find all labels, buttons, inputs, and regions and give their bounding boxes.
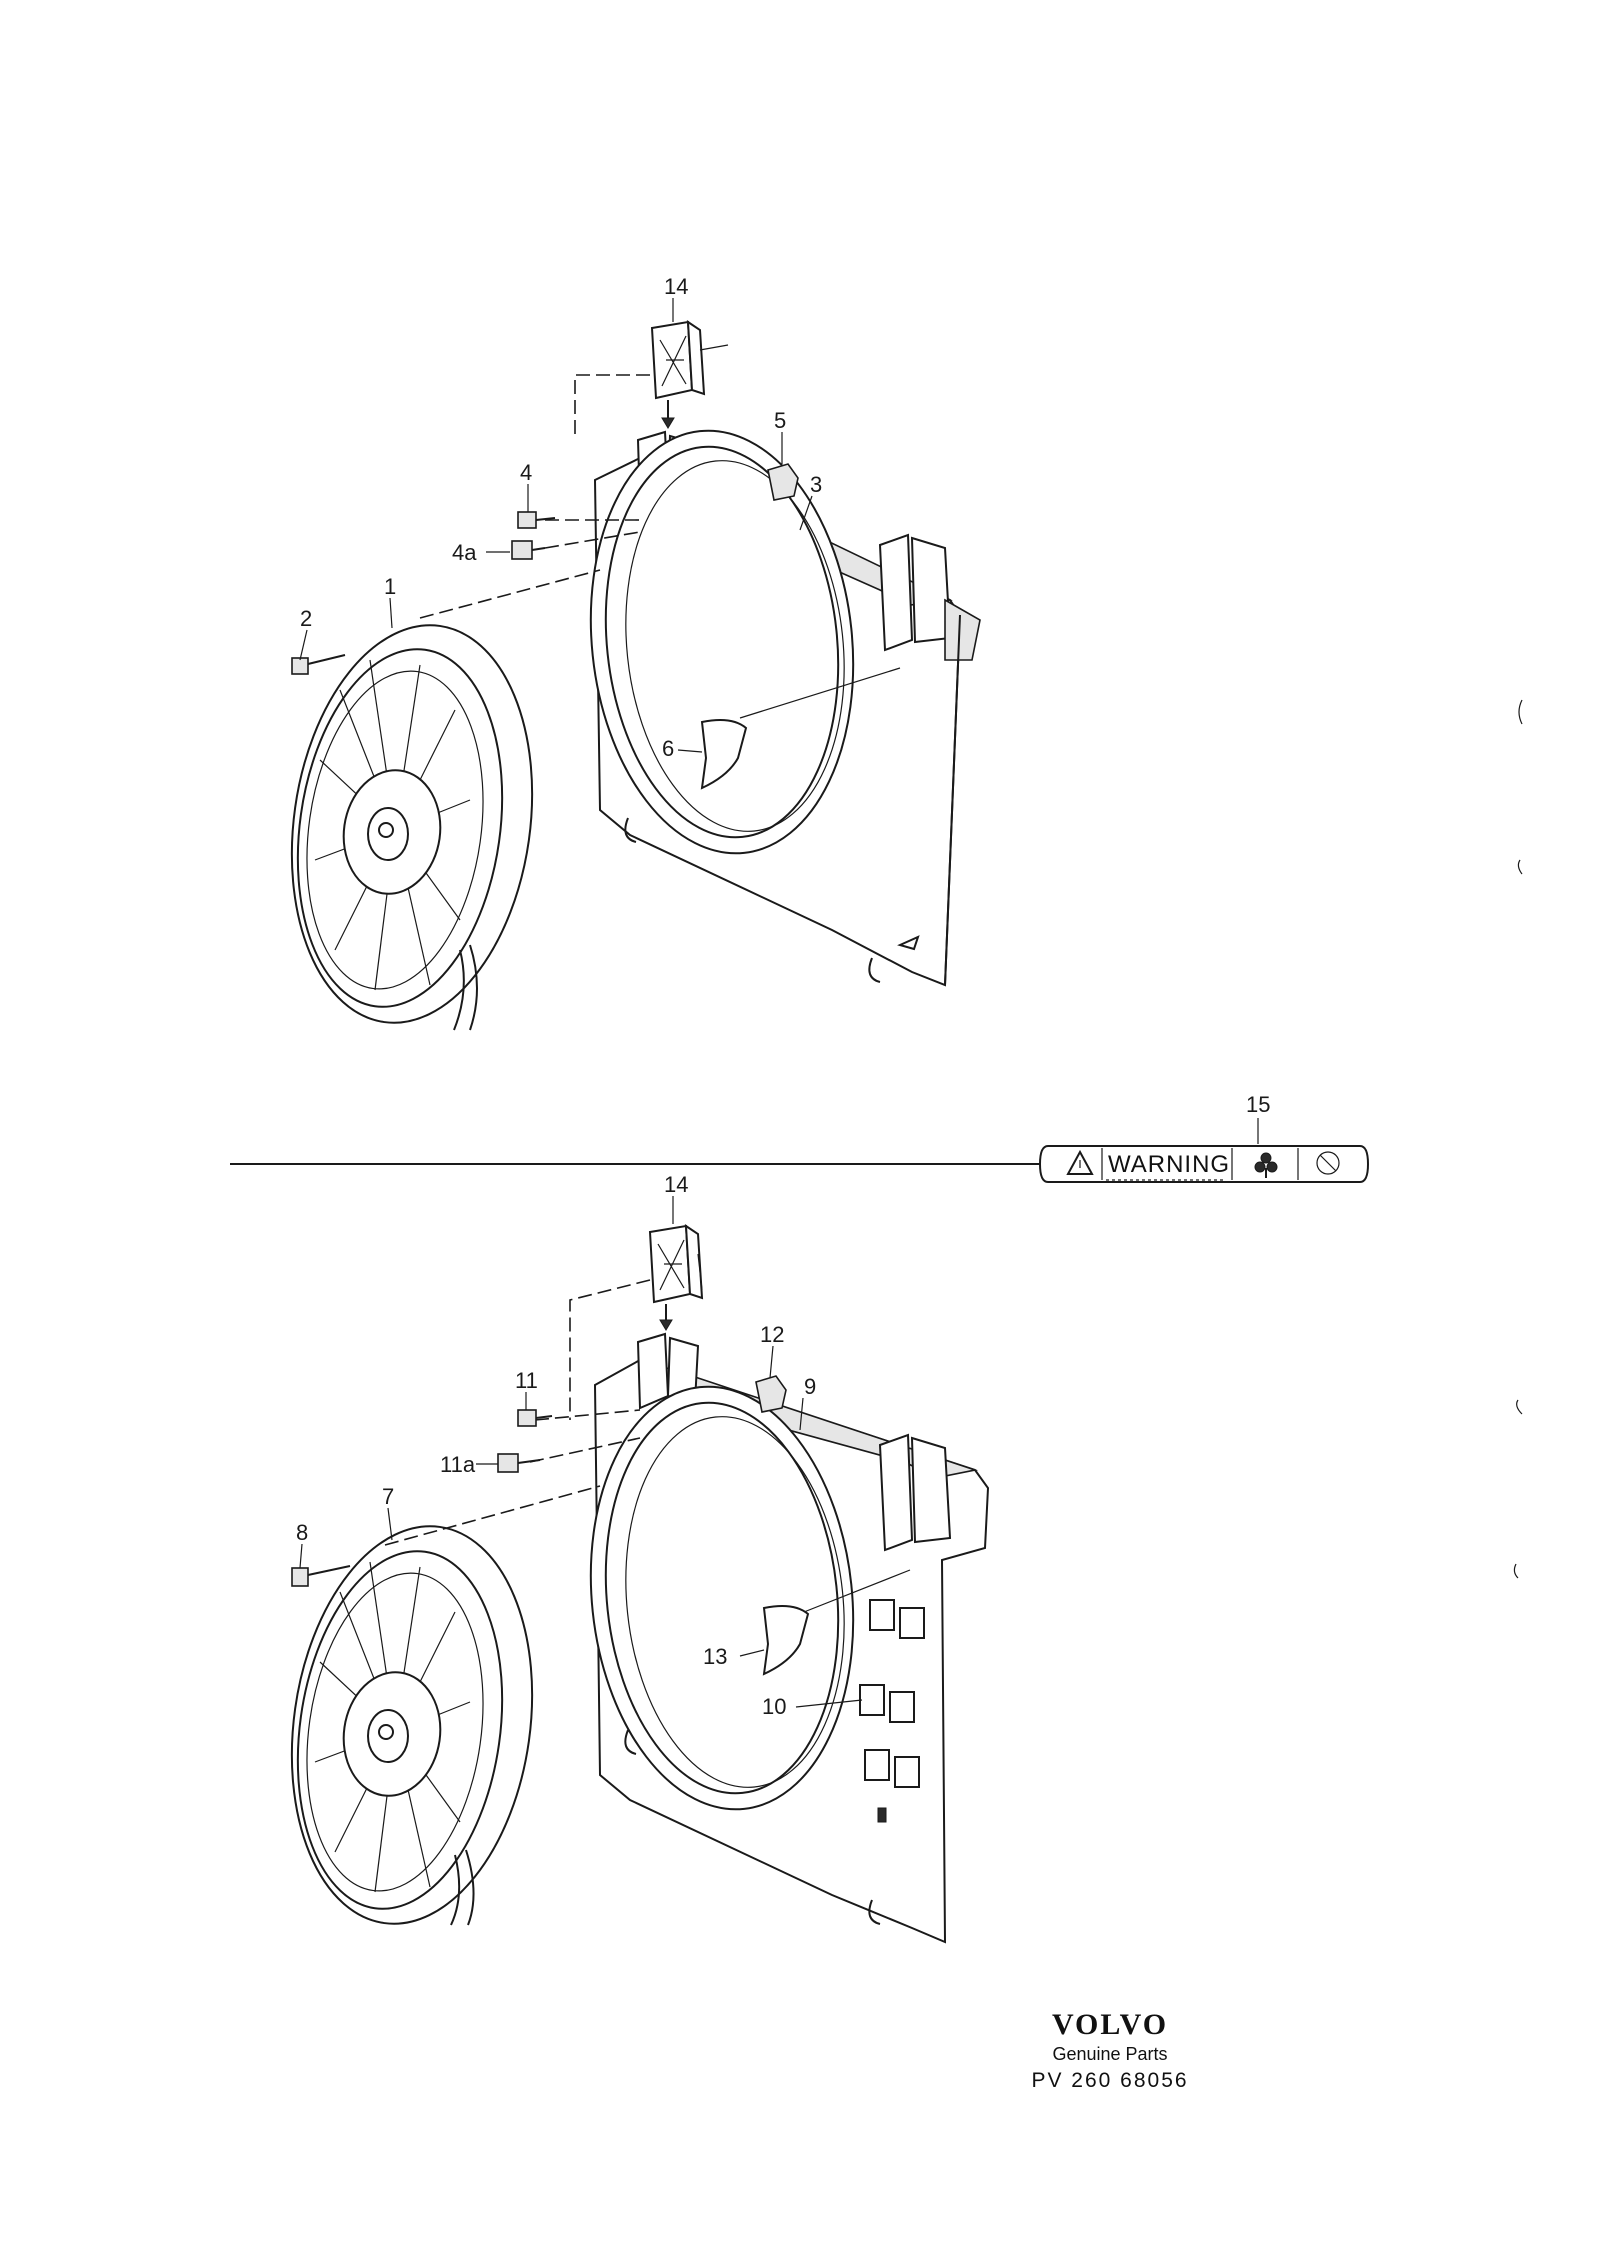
brand-logo: VOLVO bbox=[1051, 2008, 1169, 2041]
callout-1: 1 bbox=[384, 574, 396, 599]
rubber-mount-lower bbox=[648, 1224, 704, 1331]
callout-11a: 11a bbox=[440, 1452, 476, 1477]
callout-12: 12 bbox=[760, 1322, 784, 1347]
brand-block: VOLVO Genuine Parts PV 260 68056 bbox=[1000, 2008, 1220, 2093]
callout-3: 3 bbox=[810, 472, 822, 497]
brand-tagline: Genuine Parts bbox=[1052, 2044, 1168, 2064]
screw-4a bbox=[511, 540, 546, 560]
rubber-mount-upper bbox=[650, 320, 729, 429]
callout-14-upper: 14 bbox=[664, 274, 688, 299]
cooling-fan-upper bbox=[290, 624, 534, 1031]
fan-shroud-lower bbox=[589, 1332, 990, 1944]
callout-5: 5 bbox=[774, 408, 786, 433]
no-hands-icon bbox=[1316, 1151, 1340, 1175]
callout-11: 11 bbox=[515, 1368, 538, 1393]
callout-4: 4 bbox=[520, 460, 532, 485]
clip-lower bbox=[755, 1375, 787, 1413]
screw-11a bbox=[497, 1453, 541, 1473]
callout-15: 15 bbox=[1246, 1092, 1270, 1117]
callout-7: 7 bbox=[382, 1484, 394, 1509]
clip-upper bbox=[767, 463, 799, 501]
screw-4 bbox=[517, 511, 556, 529]
screw-11 bbox=[517, 1409, 553, 1427]
warning-label: 15 WARNING bbox=[1038, 1092, 1370, 1183]
callout-6: 6 bbox=[662, 736, 674, 761]
fan-symbol-icon bbox=[1254, 1152, 1278, 1178]
cooling-fan-lower bbox=[290, 1525, 534, 1926]
warning-triangle-icon bbox=[1066, 1149, 1094, 1175]
fan-shroud-upper bbox=[589, 429, 981, 987]
callout-10: 10 bbox=[762, 1694, 786, 1719]
upper-assembly: 14 5 3 4 4a 1 2 6 bbox=[290, 274, 981, 1031]
part-code: PV 260 68056 bbox=[1031, 2069, 1189, 2092]
lower-assembly: 14 12 9 11 11a 7 8 13 10 bbox=[290, 1172, 990, 1944]
relay-blocks bbox=[859, 1599, 925, 1823]
screw-8 bbox=[291, 1565, 351, 1587]
warning-text: WARNING bbox=[1108, 1151, 1230, 1178]
callout-14-lower: 14 bbox=[664, 1172, 688, 1197]
callout-13: 13 bbox=[703, 1644, 727, 1669]
callout-2: 2 bbox=[300, 606, 312, 631]
callout-8: 8 bbox=[296, 1520, 308, 1545]
callout-4a: 4a bbox=[452, 540, 477, 565]
callout-9: 9 bbox=[804, 1374, 816, 1399]
